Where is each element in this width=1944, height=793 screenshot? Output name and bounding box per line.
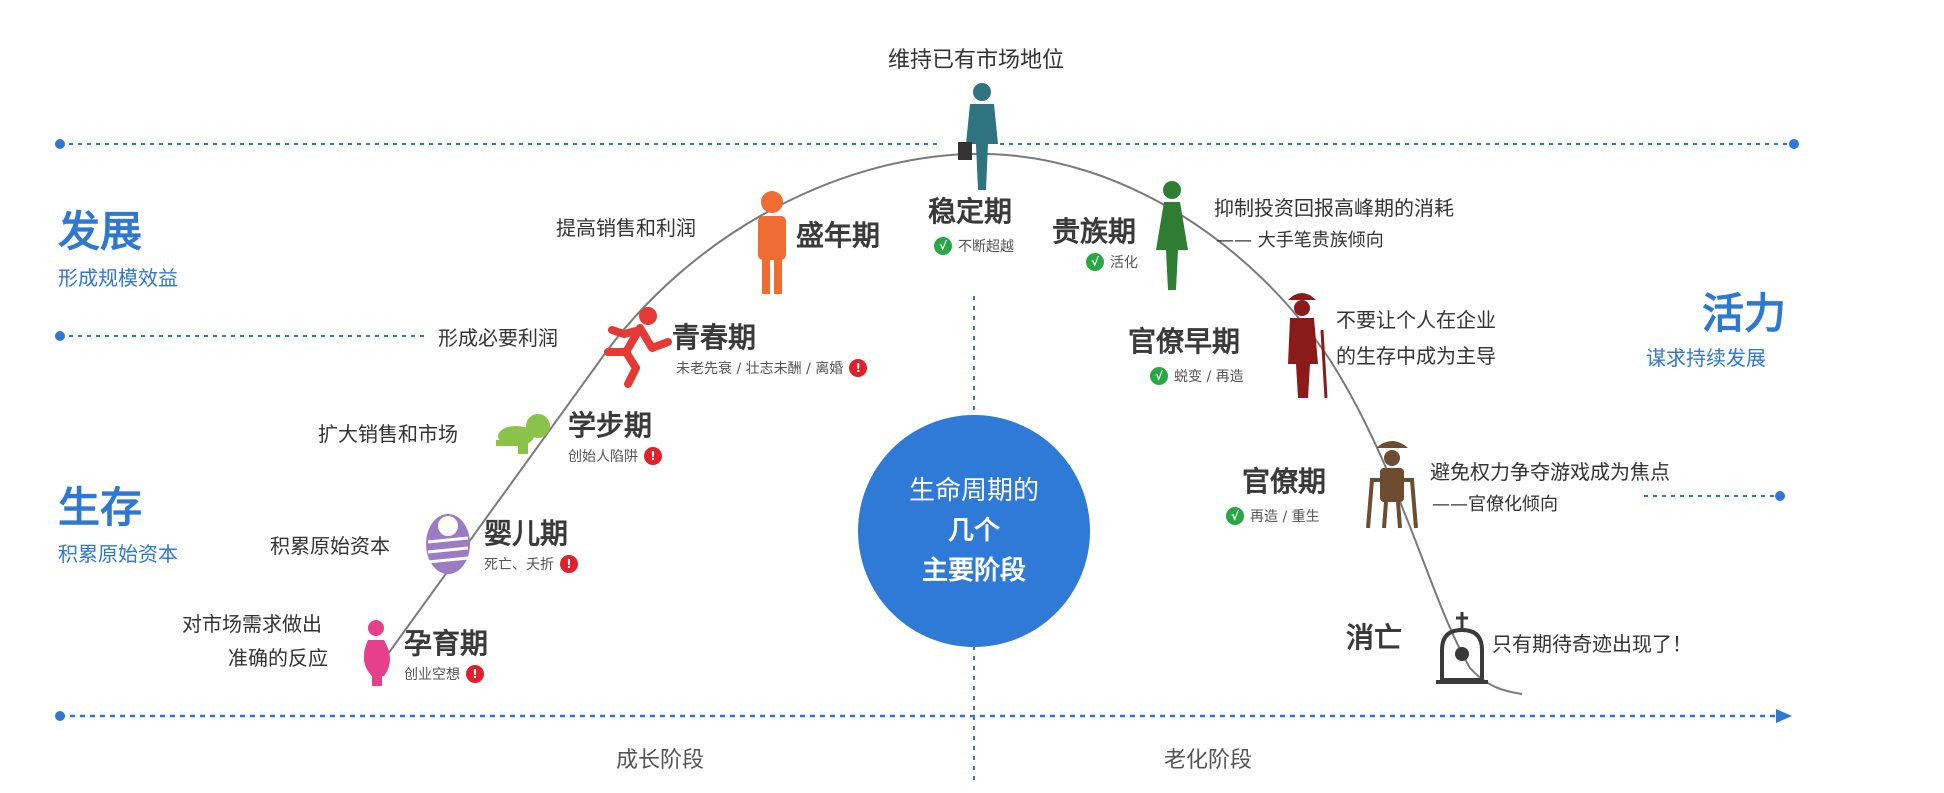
- old-man-cane-icon: [1294, 300, 1310, 316]
- standing-man-icon: [761, 191, 783, 213]
- swaddled-baby-icon: [427, 546, 469, 554]
- stage-name-prime: 盛年期: [796, 219, 881, 252]
- stage-desc-gestation-2: 准确的反应: [228, 646, 328, 670]
- stage-desc-gestation-1: 对市场需求做出: [182, 612, 322, 636]
- standing-man-icon: [774, 258, 782, 294]
- stage-tag-aristocracy: √ 活化: [1082, 252, 1138, 272]
- stage-desc-early-bureaucracy-2: 的生存中成为主导: [1336, 344, 1496, 368]
- old-man-cane-icon: [1288, 293, 1316, 300]
- standing-man-icon: [762, 258, 770, 294]
- check-icon: √: [1226, 507, 1244, 525]
- pregnant-woman-icon: [372, 676, 382, 686]
- stage-name-early-bureaucracy: 官僚早期: [1128, 325, 1241, 358]
- guide-dot: [55, 331, 65, 341]
- stage-desc-bureaucracy-1: 避免权力争夺游戏成为焦点: [1430, 460, 1670, 484]
- guide-dot: [55, 139, 65, 149]
- walker-icon: [1366, 478, 1418, 529]
- center-line-2: 几个: [947, 516, 1000, 546]
- stage-tag-text: 死亡、夭折: [484, 557, 554, 573]
- stage-tag-text: 创始人陷阱: [568, 449, 638, 465]
- axis-arrow-icon: [1776, 709, 1792, 723]
- crawling-baby-icon: [518, 440, 528, 454]
- standing-man-icon: [758, 216, 786, 260]
- tombstone-icon: [1440, 627, 1484, 682]
- stage-tag-text: 不断超越: [958, 239, 1014, 255]
- check-icon: √: [1150, 367, 1168, 385]
- skull-icon: [1455, 647, 1469, 661]
- old-man-cane-icon: [1288, 318, 1318, 398]
- elder-walker-icon: [1376, 441, 1408, 448]
- check-icon: √: [1086, 253, 1104, 271]
- axis-label-aging: 老化阶段: [1164, 748, 1253, 773]
- section-title-survive: 生存: [58, 483, 143, 532]
- stage-tag-adolescence: 未老先衰 / 壮志未酬 / 离婚 !: [676, 358, 871, 378]
- top-caption: 维持已有市场地位: [888, 48, 1065, 73]
- running-man-icon: [639, 307, 657, 325]
- stage-tag-text: 蜕变 / 再造: [1174, 369, 1244, 385]
- guide-dot: [1775, 491, 1785, 501]
- stage-name-infancy: 婴儿期: [484, 517, 569, 550]
- warning-icon: !: [560, 555, 578, 573]
- pregnant-woman-icon: [363, 640, 390, 676]
- stage-tag-toddler: 创始人陷阱 !: [568, 446, 666, 466]
- section-title-develop: 发展: [58, 207, 143, 256]
- stage-tag-early-bureaucracy: √ 蜕变 / 再造: [1146, 366, 1244, 386]
- section-subtitle-survive: 积累原始资本: [58, 542, 178, 566]
- guide-dot: [1789, 139, 1799, 149]
- stage-name-stable: 稳定期: [928, 195, 1013, 228]
- warning-icon: !: [849, 359, 868, 377]
- swaddled-baby-icon: [427, 556, 469, 564]
- stage-tag-text: 再造 / 重生: [1250, 509, 1320, 525]
- center-line-1: 生命周期的: [908, 476, 1039, 506]
- warning-icon: !: [466, 665, 484, 683]
- stage-desc-early-bureaucracy-1: 不要让个人在企业: [1336, 308, 1496, 332]
- stage-name-gestation: 孕育期: [404, 627, 489, 660]
- stage-tag-bureaucracy: √ 再造 / 重生: [1222, 506, 1320, 526]
- stage-tag-gestation: 创业空想 !: [404, 664, 488, 684]
- cane-icon: [1320, 329, 1328, 399]
- stage-name-adolescence: 青春期: [672, 321, 757, 354]
- center-line-3: 主要阶段: [921, 556, 1026, 586]
- stage-name-death: 消亡: [1346, 621, 1403, 654]
- stage-desc-toddler: 扩大销售和市场: [318, 422, 458, 446]
- cross-icon: [1456, 612, 1468, 628]
- stage-name-bureaucracy: 官僚期: [1242, 465, 1327, 498]
- section-subtitle-vitality: 谋求持续发展: [1646, 346, 1766, 370]
- axis-label-growth: 成长阶段: [616, 748, 705, 773]
- stage-desc-prime: 提高销售和利润: [556, 216, 696, 240]
- warning-icon: !: [644, 447, 662, 465]
- section-subtitle-develop: 形成规模效益: [58, 266, 178, 290]
- stage-tag-text: 活化: [1110, 255, 1138, 271]
- elder-walker-icon: [1384, 450, 1400, 466]
- stage-desc-infancy: 积累原始资本: [270, 534, 390, 558]
- stage-desc-bureaucracy-2: ——官僚化倾向: [1432, 494, 1558, 515]
- stage-desc-aristocracy-1: 抑制投资回报高峰期的消耗: [1214, 196, 1454, 220]
- businessman-icon: [966, 104, 998, 190]
- elder-walker-icon: [1380, 468, 1404, 502]
- crawling-baby-icon: [496, 440, 526, 446]
- stage-desc-adolescence: 形成必要利润: [438, 326, 558, 350]
- businessman-icon: [973, 83, 991, 101]
- stage-desc-death: 只有期待奇迹出现了！: [1492, 632, 1692, 656]
- stage-name-aristocracy: 贵族期: [1052, 215, 1137, 248]
- stage-tag-text: 创业空想: [404, 667, 460, 683]
- stage-desc-aristocracy-2: —— 大手笔贵族倾向: [1216, 230, 1384, 251]
- running-man-icon: [604, 324, 672, 388]
- stage-tag-text: 未老先衰 / 壮志未酬 / 离婚: [676, 361, 844, 377]
- section-title-vitality: 活力: [1702, 289, 1787, 338]
- stage-tag-infancy: 死亡、夭折 !: [484, 554, 582, 574]
- stage-name-toddler: 学步期: [568, 409, 653, 442]
- stage-tag-stable: √ 不断超越: [930, 236, 1014, 256]
- center-circle: 生命周期的 几个 主要阶段: [858, 415, 1090, 647]
- axis-start-dot: [55, 711, 65, 721]
- swaddled-baby-icon: [427, 536, 469, 544]
- pregnant-woman-icon: [368, 620, 384, 636]
- check-icon: √: [934, 237, 952, 255]
- swaddled-baby-icon: [438, 516, 458, 536]
- noble-woman-icon: [1163, 181, 1181, 199]
- noble-woman-icon: [1156, 202, 1188, 290]
- briefcase-icon: [958, 142, 972, 160]
